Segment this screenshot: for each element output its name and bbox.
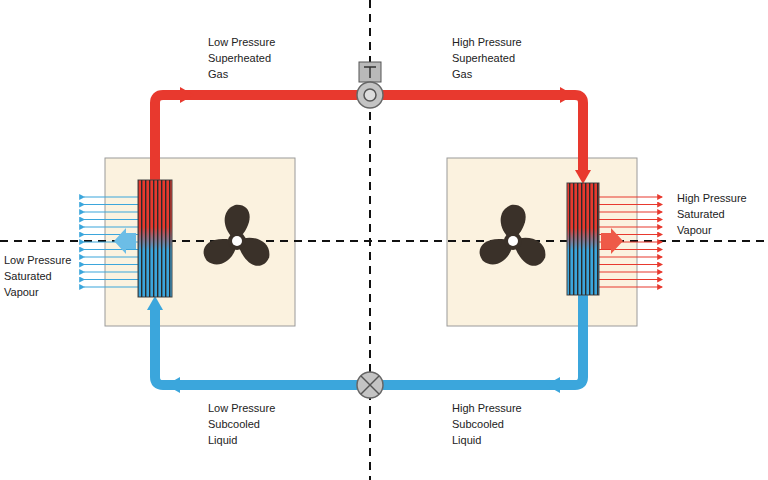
flow-arrow (180, 87, 194, 103)
liquid-pipe (155, 308, 357, 385)
air-line (599, 211, 662, 212)
state-label: Low Pressure Subcooled Liquid (208, 400, 288, 448)
air-arrow (114, 228, 136, 254)
air-arrow (601, 228, 623, 254)
air-line (599, 226, 662, 227)
valve-symbol (361, 376, 379, 394)
air-line (84, 249, 138, 250)
air-line (84, 279, 138, 280)
compressor-symbol (357, 82, 383, 108)
flow-arrow (166, 377, 180, 393)
air-line (84, 286, 138, 287)
state-label: Low Pressure Saturated Vapour (4, 252, 84, 300)
compressor-motor (359, 62, 381, 82)
air-line (84, 219, 138, 220)
air-line (84, 211, 138, 212)
state-label: High Pressure Saturated Vapour (677, 190, 757, 238)
condenser-coil (567, 183, 599, 295)
air-line (84, 256, 138, 257)
flow-arrow (546, 377, 560, 393)
compressor-symbol (364, 89, 376, 101)
evaporator-coil (138, 180, 172, 297)
air-line (599, 204, 662, 205)
suction-pipe (155, 95, 357, 180)
coil-fins (567, 183, 599, 295)
air-line (599, 219, 662, 220)
air-line (599, 264, 662, 265)
air-line (599, 279, 662, 280)
state-label: High Pressure Superheated Gas (452, 34, 532, 82)
liquid-pipe (383, 295, 583, 385)
state-label: Low Pressure Superheated Gas (208, 34, 288, 82)
condenser-housing (447, 158, 637, 326)
air-line (599, 196, 662, 197)
air-flow (84, 197, 138, 287)
motor-symbol (369, 67, 371, 78)
fan-symbol (199, 205, 274, 270)
air-line (599, 256, 662, 257)
air-line (84, 226, 138, 227)
flow-arrow (147, 296, 163, 310)
fan-symbol (475, 205, 550, 270)
air-line (84, 204, 138, 205)
state-label: High Pressure Subcooled Liquid (452, 400, 532, 448)
air-line (599, 271, 662, 272)
air-line (84, 196, 138, 197)
coil-fins (138, 180, 172, 297)
air-flow (599, 197, 662, 287)
flow-arrow (575, 170, 591, 184)
expansion-valve (357, 372, 383, 398)
air-line (599, 249, 662, 250)
air-line (84, 271, 138, 272)
air-line (599, 286, 662, 287)
air-line (84, 264, 138, 265)
valve-symbol (361, 376, 379, 394)
discharge-pipe (383, 95, 583, 172)
flow-arrow (560, 87, 574, 103)
